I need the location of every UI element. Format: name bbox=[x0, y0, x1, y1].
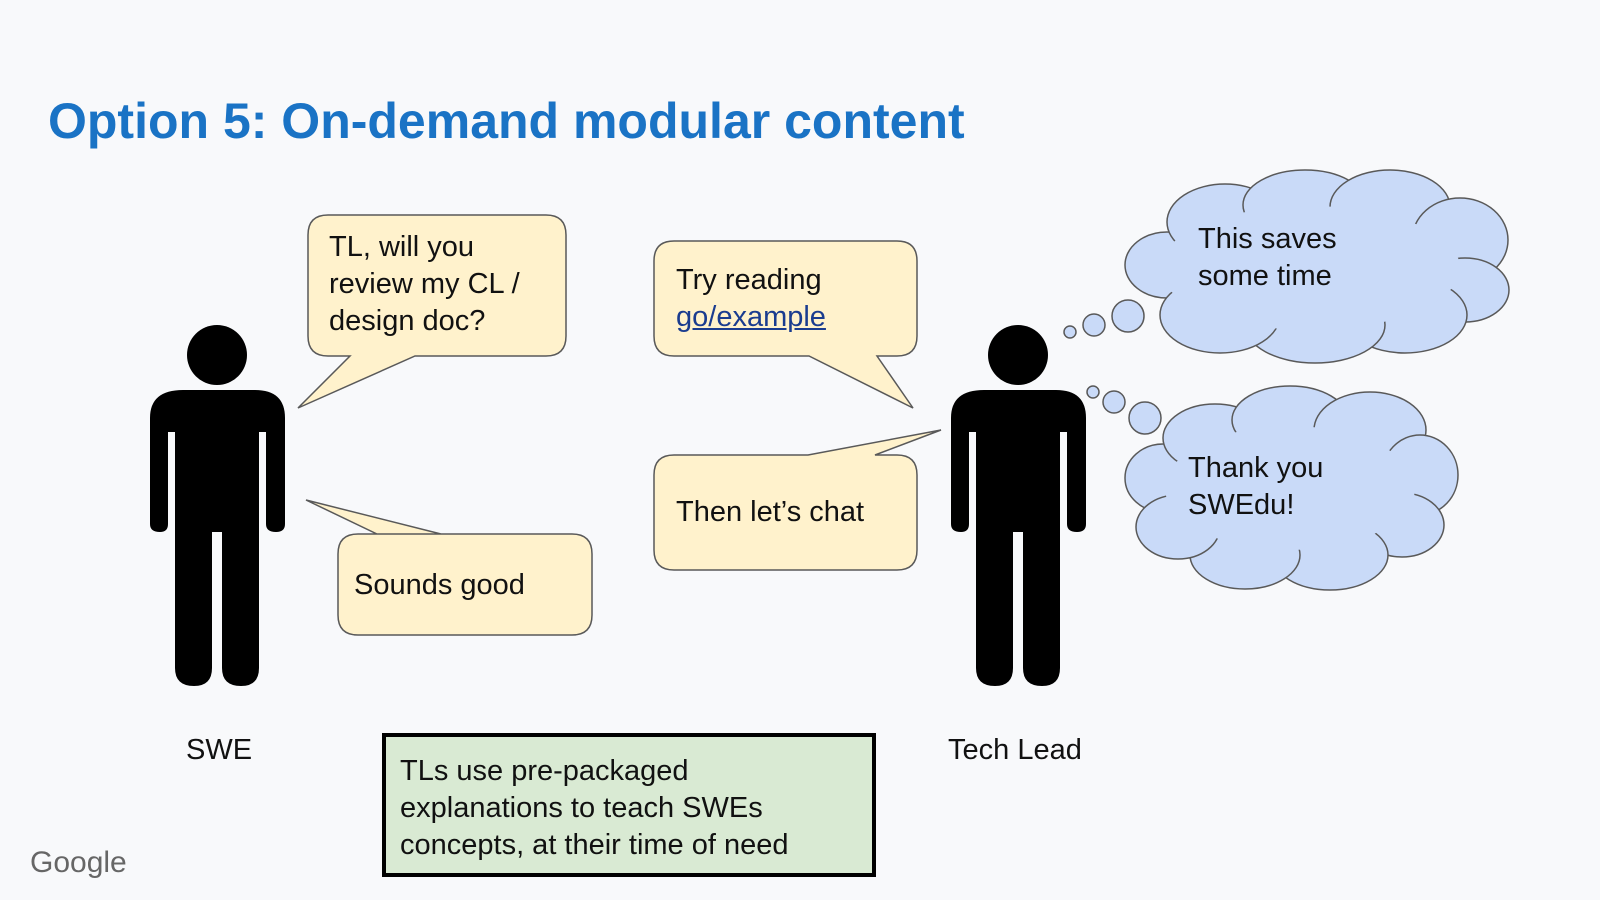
go-example-link[interactable]: go/example bbox=[676, 301, 826, 333]
summary-box: TLs use pre-packaged explanations to tea… bbox=[382, 733, 876, 877]
swe-label: SWE bbox=[186, 734, 253, 766]
tech-lead-person-icon bbox=[951, 325, 1086, 686]
swe-thought-text: Thank you SWEdu! bbox=[1188, 452, 1324, 521]
swe-request-bubble bbox=[297, 214, 567, 409]
swe-reply-text: Sounds good bbox=[354, 569, 525, 601]
slide-title: Option 5: On-demand modular content bbox=[48, 93, 965, 149]
tl-then-bubble bbox=[653, 429, 942, 571]
summary-text: TLs use pre-packaged explanations to tea… bbox=[400, 755, 789, 861]
tl-then-text: Then let’s chat bbox=[676, 496, 865, 528]
tl-suggest-text: Try reading go/example bbox=[676, 262, 901, 336]
tl-suggest-prefix: Try reading bbox=[676, 264, 822, 296]
tl-thought-cloud bbox=[1063, 169, 1510, 364]
tech-lead-label: Tech Lead bbox=[948, 734, 1082, 766]
swe-thought-cloud bbox=[1086, 385, 1459, 591]
tl-suggest-bubble bbox=[653, 240, 918, 409]
tl-thought-text: This saves some time bbox=[1198, 223, 1337, 292]
google-logo: Google bbox=[30, 846, 127, 879]
swe-person-icon bbox=[150, 325, 285, 686]
swe-request-text: TL, will you review my CL / design doc? bbox=[329, 231, 520, 337]
swe-reply-bubble bbox=[305, 499, 593, 636]
